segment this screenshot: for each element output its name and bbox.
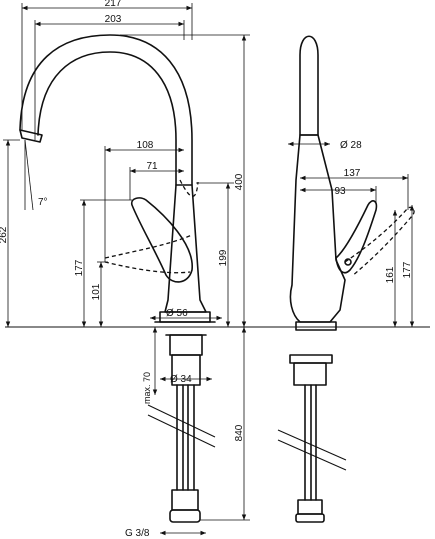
dim-108: 108: [137, 140, 154, 151]
front-connector-nut: [169, 509, 201, 523]
front-spout-outer: [19, 34, 193, 186]
dim-177-front: 177: [74, 259, 85, 276]
dim-203: 203: [105, 14, 122, 25]
front-view: [19, 34, 216, 523]
front-handle-rotated: [104, 234, 193, 274]
front-break-1: [147, 404, 216, 438]
dim-d56: Ø 56: [166, 308, 188, 319]
side-break-1: [277, 429, 347, 461]
dim-177-side: 177: [402, 261, 413, 278]
front-dimensions: 217 203 108 71 262 7° 177 101 199: [0, 0, 250, 539]
side-dimensions: Ø 28 137 93 161 177: [288, 140, 415, 327]
dim-angle: 7°: [38, 197, 48, 208]
front-connector: [171, 489, 199, 511]
dim-thread: G 3/8: [125, 528, 150, 539]
front-mount-shank: [171, 354, 201, 386]
side-connector: [297, 499, 323, 515]
front-mount-nut: [169, 334, 203, 356]
side-body: [289, 134, 346, 323]
front-handle: [130, 197, 193, 283]
dim-400: 400: [234, 173, 245, 190]
front-break-2: [147, 414, 216, 448]
front-spout-inner: [37, 51, 177, 186]
side-mount-washer: [289, 354, 333, 364]
dim-137: 137: [344, 168, 361, 179]
dim-71: 71: [146, 161, 158, 172]
side-mount-nut: [293, 362, 327, 386]
dim-217: 217: [105, 0, 122, 9]
side-lever-rotated: [344, 206, 415, 277]
dim-d28: Ø 28: [340, 140, 362, 151]
side-break-2: [277, 439, 347, 471]
dim-93: 93: [334, 186, 346, 197]
side-connector-nut: [295, 513, 325, 523]
dim-d34: Ø 34: [170, 374, 192, 385]
side-view: [277, 35, 415, 523]
dim-max70: max. 70: [142, 372, 152, 404]
side-base: [295, 321, 337, 331]
side-spout: [299, 35, 319, 136]
front-body: [164, 184, 207, 313]
dim-840: 840: [234, 424, 245, 441]
front-handle-rotated-2: [179, 179, 199, 197]
side-lever: [335, 200, 378, 274]
dim-262: 262: [0, 226, 9, 243]
side-lever-pivot: [344, 258, 352, 266]
dim-199: 199: [218, 249, 229, 266]
dim-101: 101: [91, 283, 102, 300]
dim-161: 161: [385, 266, 396, 283]
